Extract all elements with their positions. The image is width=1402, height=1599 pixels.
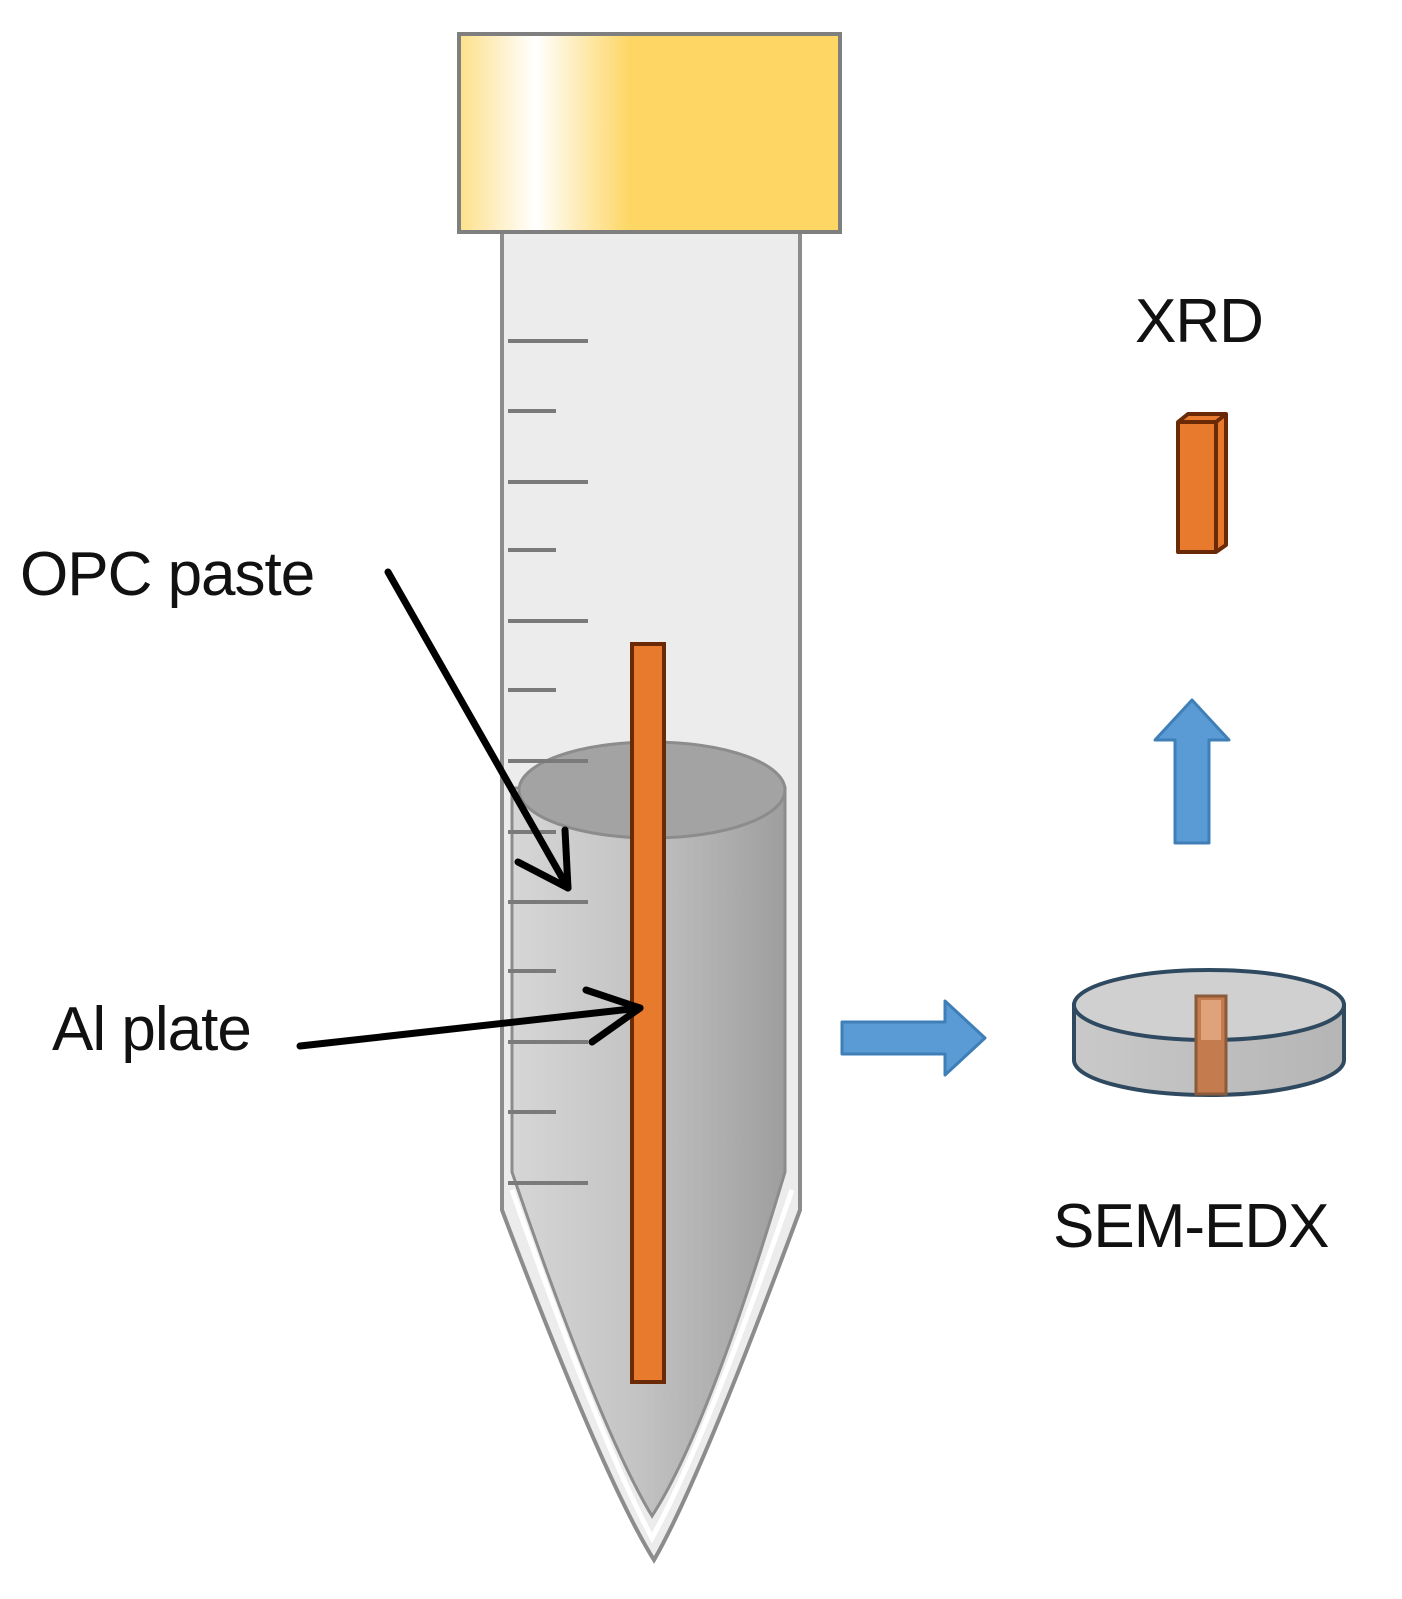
sem-edx-disc-sample [1072, 968, 1346, 1097]
opc-paste-label: OPC paste [20, 540, 314, 609]
graduation-marks [508, 339, 588, 1185]
flow-arrow-up [1153, 698, 1231, 845]
embedded-al-plate-face [1201, 1000, 1221, 1040]
tube-cap [457, 32, 842, 234]
al-plate-label: Al plate [52, 995, 251, 1064]
opc-paste-pointer-arrow [384, 568, 572, 892]
tube-inner-wall [509, 1189, 795, 1544]
al-plate-pointer-arrow [296, 986, 644, 1050]
xrd-al-plate-sample [1176, 412, 1228, 554]
flow-arrow-right [840, 999, 987, 1077]
sem-edx-label: SEM-EDX [1053, 1192, 1329, 1261]
xrd-label: XRD [1135, 287, 1263, 356]
